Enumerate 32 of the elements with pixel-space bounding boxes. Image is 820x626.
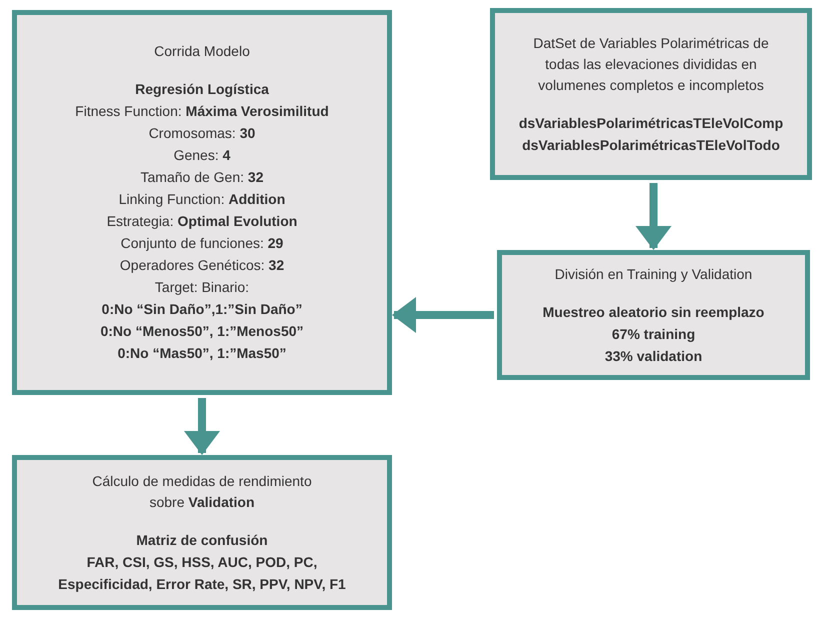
process-box xyxy=(490,8,812,180)
box-text: dsVariablesPolarimétricasTEleVolComp xyxy=(518,114,784,133)
box-text: dsVariablesPolarimétricasTEleVolTodo xyxy=(522,136,780,154)
box-text: 0:No “Menos50”, 1:”Menos50” xyxy=(100,322,304,341)
box-text: Tamaño de Gen: 32 xyxy=(140,168,264,187)
box-text: 33% validation xyxy=(604,346,702,366)
process-box xyxy=(12,455,392,610)
box-text: Conjunto de funciones: 29 xyxy=(120,234,284,253)
box-text: Matriz de confusión xyxy=(136,530,268,550)
box-text: Cromosomas: 30 xyxy=(148,124,256,143)
process-box xyxy=(497,250,810,380)
arrow xyxy=(392,297,494,333)
box-text: Operadores Genéticos: 32 xyxy=(120,256,284,275)
box-heading: Corrida Modelo xyxy=(154,42,250,61)
box-text: Especificidad, Error Rate, SR, PPV, NPV, F1 xyxy=(58,574,346,594)
box-text: Estrategia: Optimal Evolution xyxy=(106,212,298,231)
box-text: 0:No “Mas50”, 1:”Mas50” xyxy=(118,344,286,363)
box-text: Fitness Function: Máxima Verosimilitud xyxy=(75,102,329,121)
box-heading: Cálculo de medidas de rendimiento sobre Validation xyxy=(91,472,313,512)
box-text: FAR, CSI, GS, HSS, AUC, POD, PC, xyxy=(86,552,318,572)
box-text: Linking Function: Addition xyxy=(118,190,286,209)
box-text: Target: Binario: xyxy=(154,278,250,297)
box-heading: DatSet de Variables Polarimétricas de todas las elevaciones divididas en volumenes completos e incompletos xyxy=(532,34,770,95)
arrow xyxy=(184,398,220,455)
arrow xyxy=(636,183,672,250)
process-box xyxy=(12,10,392,395)
box-heading: División en Training y Validation xyxy=(554,264,752,284)
box-text: Regresión Logística xyxy=(135,80,269,99)
box-text: Genes: 4 xyxy=(174,146,230,165)
box-text: 67% training xyxy=(612,324,696,344)
box-text: 0:No “Sin Daño”,1:”Sin Daño” xyxy=(102,300,302,319)
box-text: Muestreo aleatorio sin reemplazo xyxy=(542,302,764,322)
